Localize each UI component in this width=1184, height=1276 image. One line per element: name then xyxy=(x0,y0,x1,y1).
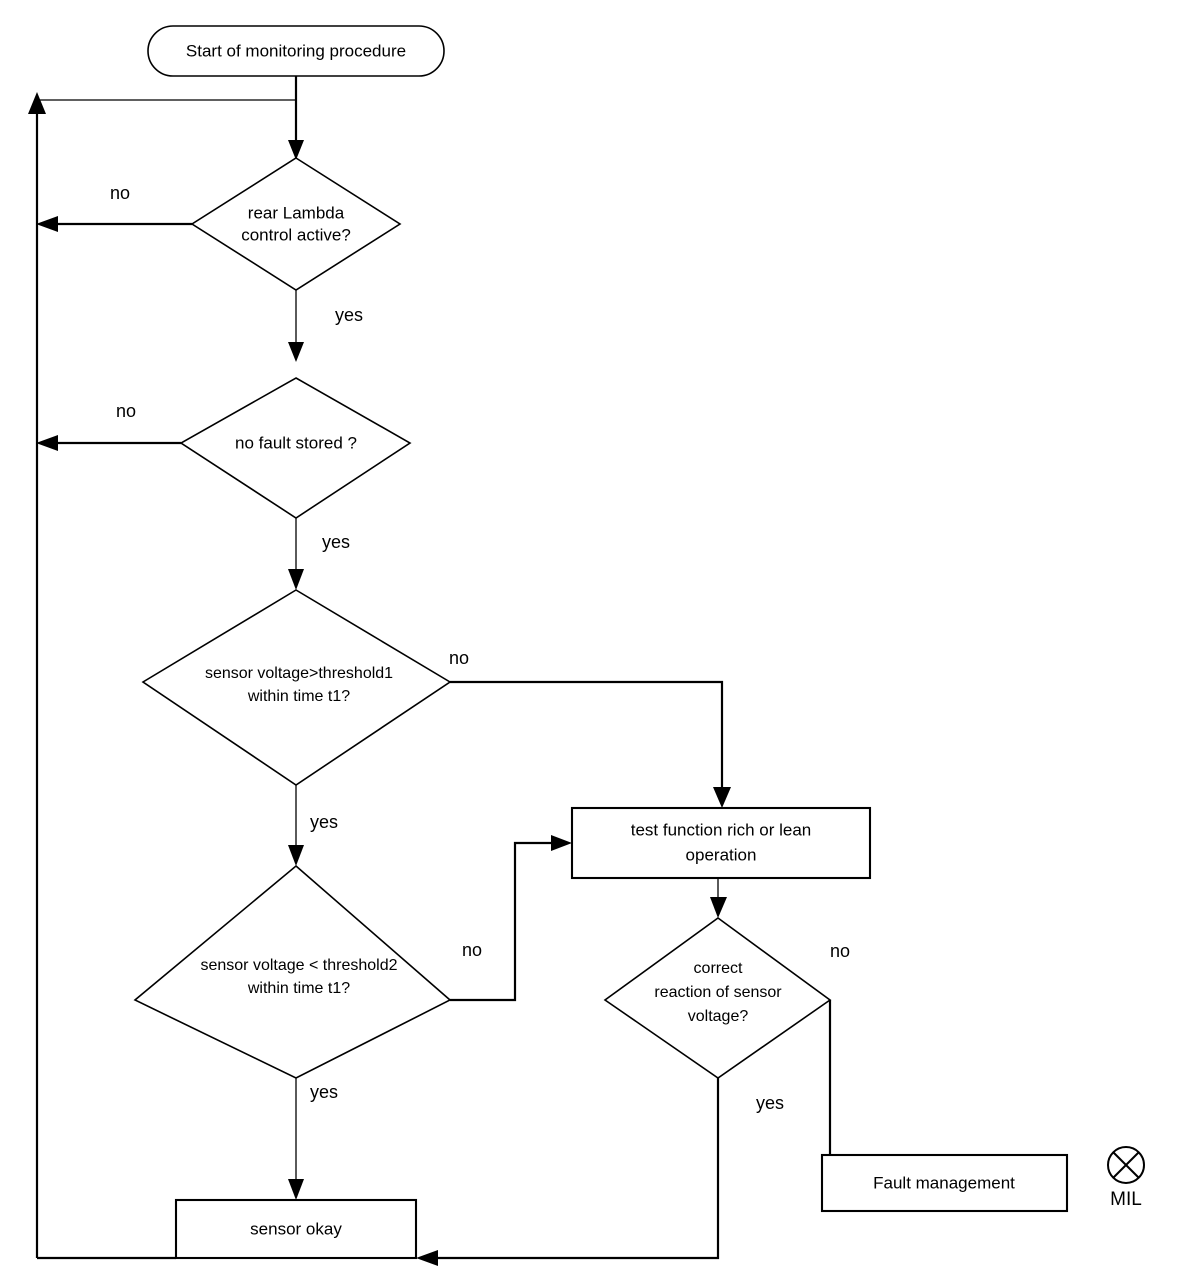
edge-no-fault-no xyxy=(36,435,181,451)
node-decision-no-fault-label: no fault stored ? xyxy=(235,433,357,452)
edge-correct-reaction-yes xyxy=(416,1078,720,1266)
node-process-fault-management[interactable]: Fault management xyxy=(820,1153,1069,1213)
node-start-label: Start of monitoring procedure xyxy=(186,41,406,60)
edge-left-return-trunk xyxy=(28,92,296,1258)
node-decision-threshold1-line1: sensor voltage>threshold1 xyxy=(205,665,393,682)
node-decision-threshold1-line2: within time t1? xyxy=(247,688,350,705)
edge-label-threshold1-no: no xyxy=(449,648,469,668)
node-decision-correct-reaction-line2: reaction of sensor xyxy=(654,984,782,1001)
edge-rear-lambda-yes xyxy=(288,290,304,362)
node-decision-rear-lambda-line2: control active? xyxy=(241,225,351,244)
edge-rear-lambda-no xyxy=(36,216,192,232)
node-start[interactable]: Start of monitoring procedure xyxy=(147,25,445,77)
edge-label-rear-lambda-no: no xyxy=(110,183,130,203)
node-decision-threshold2[interactable]: sensor voltage < threshold2 within time … xyxy=(133,864,452,1079)
edge-label-threshold2-no: no xyxy=(462,940,482,960)
edge-label-rear-lambda-yes: yes xyxy=(335,305,363,325)
edge-label-threshold1-yes: yes xyxy=(310,812,338,832)
edge-label-no-fault-yes: yes xyxy=(322,532,350,552)
node-decision-threshold1[interactable]: sensor voltage>threshold1 within time t1… xyxy=(141,589,452,786)
node-process-sensor-okay[interactable]: sensor okay xyxy=(174,1198,418,1260)
node-decision-correct-reaction[interactable]: correct reaction of sensor voltage? xyxy=(603,917,832,1079)
edge-threshold2-yes xyxy=(288,1078,304,1200)
edge-label-no-fault-no: no xyxy=(116,401,136,421)
edge-label-threshold2-yes: yes xyxy=(310,1082,338,1102)
node-decision-rear-lambda[interactable]: rear Lambda control active? xyxy=(190,157,402,291)
indicator-mil: MIL xyxy=(1107,1146,1145,1210)
node-decision-no-fault[interactable]: no fault stored ? xyxy=(179,377,412,519)
edge-threshold1-yes xyxy=(288,785,304,866)
edge-threshold2-no xyxy=(450,835,572,1002)
node-process-test-function[interactable]: test function rich or lean operation xyxy=(570,806,872,880)
mil-cross-stroke-b xyxy=(1112,1151,1140,1179)
indicator-mil-label: MIL xyxy=(1110,1189,1142,1210)
edge-label-correct-reaction-no: no xyxy=(830,941,850,961)
node-decision-threshold2-line1: sensor voltage < threshold2 xyxy=(200,957,397,974)
node-process-test-function-line1: test function rich or lean xyxy=(631,820,811,839)
edge-test-function-to-correct-reaction xyxy=(710,878,727,918)
node-process-test-function-line2: operation xyxy=(686,845,757,864)
node-process-sensor-okay-label: sensor okay xyxy=(250,1219,342,1238)
edge-start-to-rear-lambda xyxy=(288,76,304,160)
node-decision-rear-lambda-line1: rear Lambda xyxy=(248,203,345,222)
node-decision-correct-reaction-line3: voltage? xyxy=(688,1008,749,1025)
edge-no-fault-yes xyxy=(288,518,304,590)
edge-label-correct-reaction-yes: yes xyxy=(756,1093,784,1113)
edge-threshold1-no xyxy=(450,680,731,808)
node-decision-correct-reaction-line1: correct xyxy=(694,960,743,977)
node-process-fault-management-label: Fault management xyxy=(873,1173,1015,1192)
node-decision-threshold2-line2: within time t1? xyxy=(247,980,350,997)
